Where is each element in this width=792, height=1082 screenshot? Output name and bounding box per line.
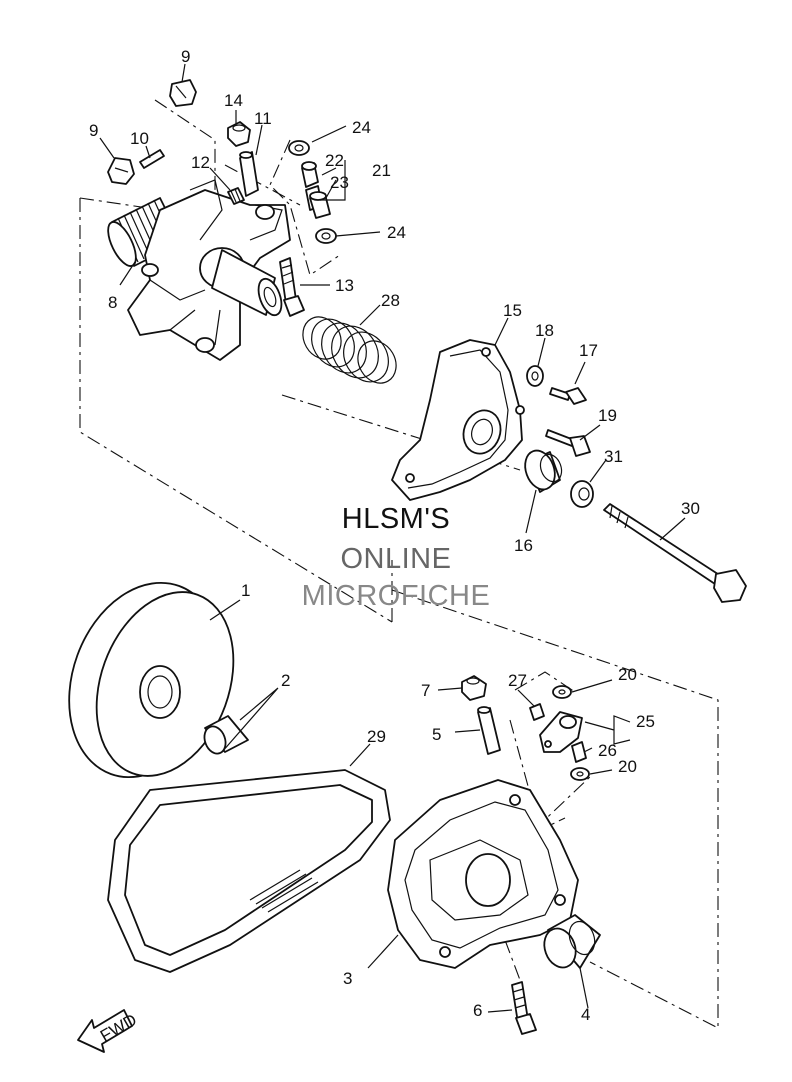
- part-15-cover: [391, 339, 525, 501]
- watermark-line-2: ONLINE: [340, 543, 452, 575]
- part-11-collar: [239, 151, 259, 197]
- callout-8: 8: [108, 293, 117, 312]
- callout-30: 30: [681, 499, 700, 518]
- callout-10: 10: [130, 129, 149, 148]
- part-8-sheave-hub: [107, 179, 291, 361]
- part-25-roller-arm: [539, 711, 583, 753]
- callout-31: 31: [604, 447, 623, 466]
- callout-16: 16: [514, 536, 533, 555]
- part-30-long-bolt: [603, 503, 747, 603]
- callout-25: 25: [636, 712, 655, 731]
- callout-2: 2: [281, 671, 290, 690]
- callout-27: 27: [508, 671, 527, 690]
- callout-19: 19: [598, 406, 617, 425]
- part-24-washer-upper: [288, 140, 310, 156]
- part-20-washer-lower: [570, 767, 590, 781]
- part-5-collar: [477, 706, 501, 755]
- callout-23: 23: [330, 173, 349, 192]
- callout-labels: 9 9 10 14 11 12 24 22 23 21 24 13 28 8 1…: [89, 47, 700, 1024]
- part-3-sheave-housing: [387, 779, 579, 969]
- part-18-washer: [526, 365, 544, 387]
- part-31-collar: [570, 480, 594, 508]
- callout-24-lower: 24: [387, 223, 406, 242]
- part-28-spring: [302, 316, 397, 384]
- callout-7: 7: [421, 681, 430, 700]
- part-17-bolt: [549, 387, 587, 405]
- callout-26: 26: [598, 741, 617, 760]
- part-22-23-roller: [301, 161, 331, 219]
- watermark-line-3: MICROFICHE: [301, 580, 491, 612]
- part-7-nut: [461, 675, 487, 701]
- part-24-washer-lower: [315, 228, 337, 244]
- part-13-bolt: [279, 257, 305, 317]
- part-16-bushing: [524, 449, 563, 493]
- callout-6: 6: [473, 1001, 482, 1020]
- callout-20-upper: 20: [618, 665, 637, 684]
- part-19-bolt: [545, 429, 591, 457]
- callout-3: 3: [343, 969, 352, 988]
- callout-12: 12: [191, 153, 210, 172]
- callout-15: 15: [503, 301, 522, 320]
- part-1-movable-sheave: [68, 581, 235, 779]
- callout-13: 13: [335, 276, 354, 295]
- callout-18: 18: [535, 321, 554, 340]
- callout-17: 17: [579, 341, 598, 360]
- part-20-washer-upper: [552, 685, 572, 699]
- callout-20-lower: 20: [618, 757, 637, 776]
- callout-28: 28: [381, 291, 400, 310]
- part-6-bolt: [511, 981, 537, 1035]
- part-10-pin: [139, 149, 165, 169]
- fwd-arrow-icon: FWD: [77, 1009, 140, 1053]
- part-29-drive-belt: [107, 769, 391, 973]
- callout-1: 1: [241, 581, 250, 600]
- part-9-slider-upper: [169, 79, 197, 107]
- part-12-spring-pin: [227, 187, 245, 205]
- leader-lines: [99, 63, 686, 1013]
- part-14-nut: [227, 121, 251, 147]
- part-27-screw: [529, 703, 545, 721]
- callout-4: 4: [581, 1005, 590, 1024]
- callout-24-upper: 24: [352, 118, 371, 137]
- callout-11: 11: [254, 109, 272, 128]
- callout-22: 22: [325, 151, 344, 170]
- callout-29: 29: [367, 727, 386, 746]
- watermark-line-1: HLSM'S: [341, 503, 451, 535]
- callout-9-lower: 9: [89, 121, 98, 140]
- callout-5: 5: [432, 725, 441, 744]
- part-26-pin: [571, 741, 587, 763]
- callout-21: 21: [372, 161, 391, 180]
- part-2-bushing: [203, 715, 249, 755]
- callout-9-upper: 9: [181, 47, 190, 66]
- part-9-slider-lower: [107, 157, 135, 185]
- callout-14: 14: [224, 91, 243, 110]
- part-4-bushing: [543, 914, 601, 969]
